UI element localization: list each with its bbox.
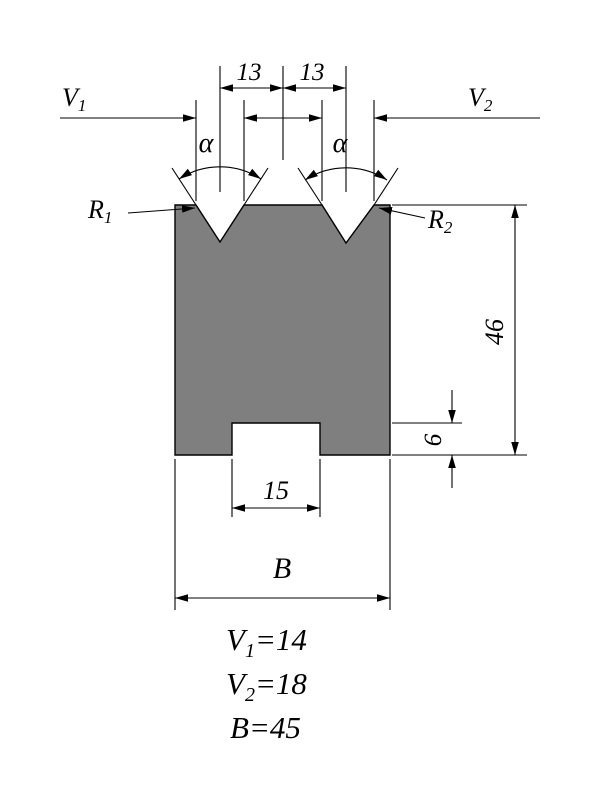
dim-46: 46 [392, 204, 527, 456]
angle-dimensions: α α [178, 128, 388, 181]
dim-6: 6 [392, 390, 462, 488]
flank-ext-v2-right [373, 167, 399, 206]
dim-B: B [174, 459, 391, 610]
v2-label-base: V [468, 83, 487, 112]
note-v1-base: V [226, 622, 248, 657]
dim-46-label: 46 [480, 319, 509, 345]
v1-label: V1 [62, 83, 86, 115]
dim-v1-v2: V1 V2 [60, 83, 540, 122]
alpha-left-label: α [199, 128, 215, 159]
dim-13-right-label: 13 [300, 59, 325, 86]
note-v2-sub: 2 [245, 684, 255, 706]
alpha-right-label: α [333, 128, 349, 159]
r1-label: R1 [87, 195, 112, 227]
r1-label-sub: 1 [104, 208, 113, 227]
flank-ext-v1-right [243, 167, 269, 206]
r2-leader-line [378, 207, 426, 219]
note-v1: V1=14 [226, 622, 307, 662]
dim-13-13: 13 13 [220, 59, 346, 92]
note-v1-value: =14 [255, 622, 307, 657]
v1-label-sub: 1 [78, 96, 87, 115]
note-v1-sub: 1 [245, 640, 255, 662]
note-b-base: B [230, 710, 249, 745]
flank-ext-v1-left [171, 167, 197, 206]
v2-label: V2 [468, 83, 493, 115]
radius-callouts: R1 R2 [87, 195, 453, 237]
r1-leader-line [127, 205, 196, 214]
note-v2-value: =18 [255, 666, 307, 701]
dim-6-label: 6 [420, 433, 447, 446]
notes-block: V1=14 V2=18 B=45 [226, 622, 307, 745]
v2-label-sub: 2 [484, 96, 493, 115]
dim-B-label: B [273, 552, 291, 585]
note-v2-base: V [226, 666, 248, 701]
angle-arc-right [304, 167, 388, 181]
note-v2: V2=18 [226, 666, 307, 706]
note-b-value: =45 [249, 710, 301, 745]
r2-label-base: R [427, 205, 444, 234]
v1-label-base: V [62, 83, 81, 112]
dim-15-label: 15 [263, 476, 289, 505]
die-body [174, 204, 391, 456]
r2-label-sub: 2 [444, 218, 453, 237]
flank-ext-v2-left [297, 167, 323, 206]
r2-label: R2 [427, 205, 453, 237]
dim-13-left-label: 13 [237, 59, 262, 86]
flank-extension-lines [171, 167, 399, 206]
note-b: B=45 [230, 710, 301, 745]
dim-15: 15 [231, 459, 321, 517]
r1-label-base: R [87, 195, 104, 224]
angle-arc-left [178, 166, 262, 180]
